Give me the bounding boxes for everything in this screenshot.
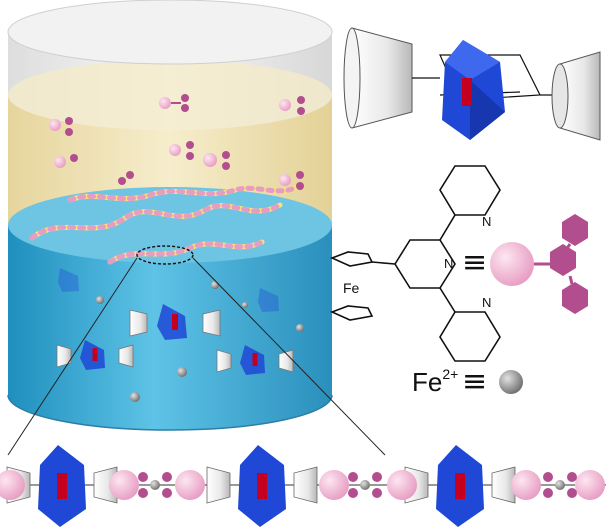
fe-ion-legend-label: Fe2+ xyxy=(412,366,459,397)
lower-pyridine-ring xyxy=(439,311,501,362)
fe-ion xyxy=(177,367,187,377)
cyclodextrin-unit xyxy=(293,466,318,504)
fe-ion-unit xyxy=(150,480,160,490)
ferrocene-unit xyxy=(175,470,205,500)
polymer-chain xyxy=(107,239,265,265)
polymer-chain xyxy=(67,185,298,203)
ferrocene-unit xyxy=(0,470,25,500)
terpyridine-unit xyxy=(138,472,148,482)
cyclodextrin-left xyxy=(351,27,413,129)
ligand-molecule xyxy=(169,141,194,160)
ligand-molecule xyxy=(279,96,305,115)
zoom-line-left xyxy=(7,257,138,456)
ferrocene-unit xyxy=(511,470,541,500)
metal-complex-faint xyxy=(258,288,279,312)
terpyridine-unit xyxy=(543,472,553,482)
metal-complex xyxy=(216,345,294,375)
pyridine-nitrogen-label: N xyxy=(444,256,453,271)
top-phase-surface xyxy=(8,60,332,130)
complex-structure xyxy=(343,27,601,141)
ligand-molecule xyxy=(54,154,78,168)
fe-ion xyxy=(130,392,140,402)
ligand-molecules-top-phase xyxy=(49,94,305,190)
iron-core xyxy=(462,78,472,106)
metal-complex xyxy=(56,340,134,370)
ferrocene-unit xyxy=(575,470,605,500)
terpyridine-unit xyxy=(372,488,382,498)
ligand-molecule xyxy=(203,151,230,170)
zoom-line-right xyxy=(192,257,386,456)
terpyridine-unit xyxy=(348,472,358,482)
terpyridine-unit xyxy=(372,472,382,482)
ferrocene-unit xyxy=(319,470,349,500)
container-bottom-edge xyxy=(7,394,333,431)
fe-ion-unit xyxy=(555,480,565,490)
fe-ion-equivalence-symbol: ≡ xyxy=(462,364,488,399)
ligand-molecule xyxy=(49,117,73,136)
container-rim xyxy=(7,0,333,65)
iron-core-unit xyxy=(455,473,465,499)
central-pyridine-ring xyxy=(394,239,456,289)
fe-ion xyxy=(242,302,248,308)
cyclodextrin-unit xyxy=(206,466,231,504)
iron-core-unit xyxy=(57,473,67,499)
metal-complex xyxy=(129,304,221,340)
metal-complex-faint xyxy=(58,268,79,292)
fe-ion-unit xyxy=(360,480,370,490)
ligand-molecule xyxy=(118,171,134,185)
cyclopentadienyl-ring-bottom xyxy=(329,305,374,321)
fe-ion xyxy=(96,296,104,304)
terpyridine-unit xyxy=(567,472,577,482)
ligand-chemical-structure xyxy=(329,165,501,362)
pyridine-nitrogen-label: N xyxy=(482,295,491,310)
iron-core-unit xyxy=(257,473,267,499)
ligand-model-icon xyxy=(490,214,588,314)
ligand-molecule xyxy=(159,94,189,112)
zoomed-polymer-chain xyxy=(0,445,606,527)
terpyridine-unit xyxy=(162,472,172,482)
polymer-network xyxy=(29,185,298,265)
fe-ion-legend-ball xyxy=(499,370,523,394)
cyclopentadienyl-ring-top xyxy=(329,251,374,267)
fe-ion xyxy=(211,281,219,289)
terpyridine-unit xyxy=(543,488,553,498)
terpyridine-unit xyxy=(567,488,577,498)
ligand-molecule xyxy=(279,171,304,190)
ferrocene-unit xyxy=(387,470,417,500)
terpyridine-unit xyxy=(138,488,148,498)
fe-ion xyxy=(296,324,304,332)
ligand-equivalence-symbol: ≡ xyxy=(462,245,488,280)
ferrocene-iron-label: Fe xyxy=(343,280,360,296)
polymer-chain xyxy=(29,202,283,241)
pyridine-nitrogen-label: N xyxy=(482,214,491,229)
terpyridine-unit xyxy=(348,488,358,498)
upper-pyridine-ring xyxy=(439,165,501,216)
zoom-region-marker xyxy=(136,245,194,265)
ferrocene-unit xyxy=(109,470,139,500)
terpyridine-unit xyxy=(162,488,172,498)
